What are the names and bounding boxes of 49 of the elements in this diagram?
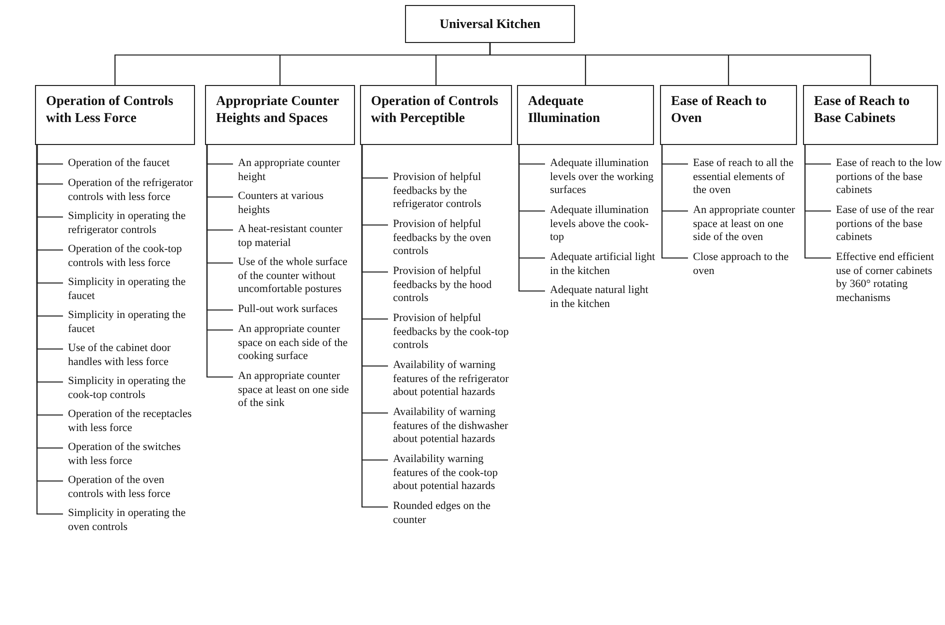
branch-line (661, 145, 688, 259)
branch-line (206, 145, 233, 378)
root-box: Universal Kitchen (405, 5, 575, 43)
item-text: Operation of the cook-top controls with less force (68, 243, 201, 270)
category-box: Operation of Controls with Less Force (35, 85, 195, 145)
item-text: Simplicity in operating the refrigerator controls (68, 210, 201, 237)
branch-line (804, 145, 831, 259)
item-text: Provision of helpful feedbacks by the oven controls (393, 218, 513, 258)
category-box: Operation of Controls with Perceptible (360, 85, 512, 145)
item-text: Operation of the switches with less force (68, 441, 201, 468)
item-text: Simplicity in operating the oven controls (68, 507, 201, 534)
item-text: Adequate illumination levels over the working surfaces (550, 157, 656, 198)
item-text: Counters at various heights (238, 190, 356, 217)
item-text: Ease of use of the rear portions of the base cabinets (836, 204, 942, 244)
category-box: Appropriate Counter Heights and Spaces (205, 85, 355, 145)
branch-line (518, 145, 545, 292)
item-text: Effective end efficient use of corner cabinets by 360° rotating mechanisms (836, 251, 942, 305)
item-text: An appropriate counter space at least on one side of the sink (238, 370, 356, 410)
item-text: Close approach to the oven (693, 251, 799, 278)
item-text: Use of the cabinet door handles with less force (68, 342, 201, 369)
item-text: Adequate natural light in the kitchen (550, 284, 656, 311)
item-text: A heat-resistant counter top material (238, 223, 356, 250)
item-text: Adequate artificial light in the kitchen (550, 251, 656, 278)
item-text: Provision of helpful feedbacks by the hood controls (393, 265, 513, 306)
item-text: Simplicity in operating the faucet (68, 309, 201, 336)
category-box: Ease of Reach to Oven (660, 85, 797, 145)
item-text: Pull-out work surfaces (238, 303, 356, 316)
item-text: Use of the whole surface of the counter without uncomfortable postures (238, 256, 356, 296)
item-text: Adequate illumination levels above the cook-top (550, 204, 656, 244)
item-text: Provision of helpful feedbacks by the refrigerator controls (393, 171, 513, 212)
item-text: An appropriate counter space at least on one side of the oven (693, 204, 799, 244)
category-box: Adequate Illumination (517, 85, 654, 145)
item-text: Operation of the faucet (68, 157, 201, 170)
tree-connector (489, 43, 872, 85)
item-text: Simplicity in operating the faucet (68, 276, 201, 303)
category-box: Ease of Reach to Base Cabinets (803, 85, 938, 145)
item-text: Availability of warning features of the refrigerator about potential hazards (393, 359, 513, 400)
item-text: An appropriate counter height (238, 157, 356, 184)
item-text: Availability of warning features of the dishwasher about potential hazards (393, 406, 513, 446)
item-text: Availability warning features of the cook-top about potential hazards (393, 453, 513, 494)
item-text: Ease of reach to the low portions of the base cabinets (836, 157, 942, 198)
item-text: Operation of the refrigerator controls with less force (68, 177, 201, 204)
item-text: Rounded edges on the counter (393, 500, 513, 527)
item-text: Provision of helpful feedbacks by the cook-top controls (393, 312, 513, 352)
item-text: Simplicity in operating the cook-top controls (68, 375, 201, 402)
item-text: Ease of reach to all the essential elements of the oven (693, 157, 799, 198)
item-text: Operation of the oven controls with less force (68, 474, 201, 501)
item-text: Operation of the receptacles with less force (68, 408, 201, 435)
item-text: An appropriate counter space on each side of the cooking surface (238, 323, 356, 364)
